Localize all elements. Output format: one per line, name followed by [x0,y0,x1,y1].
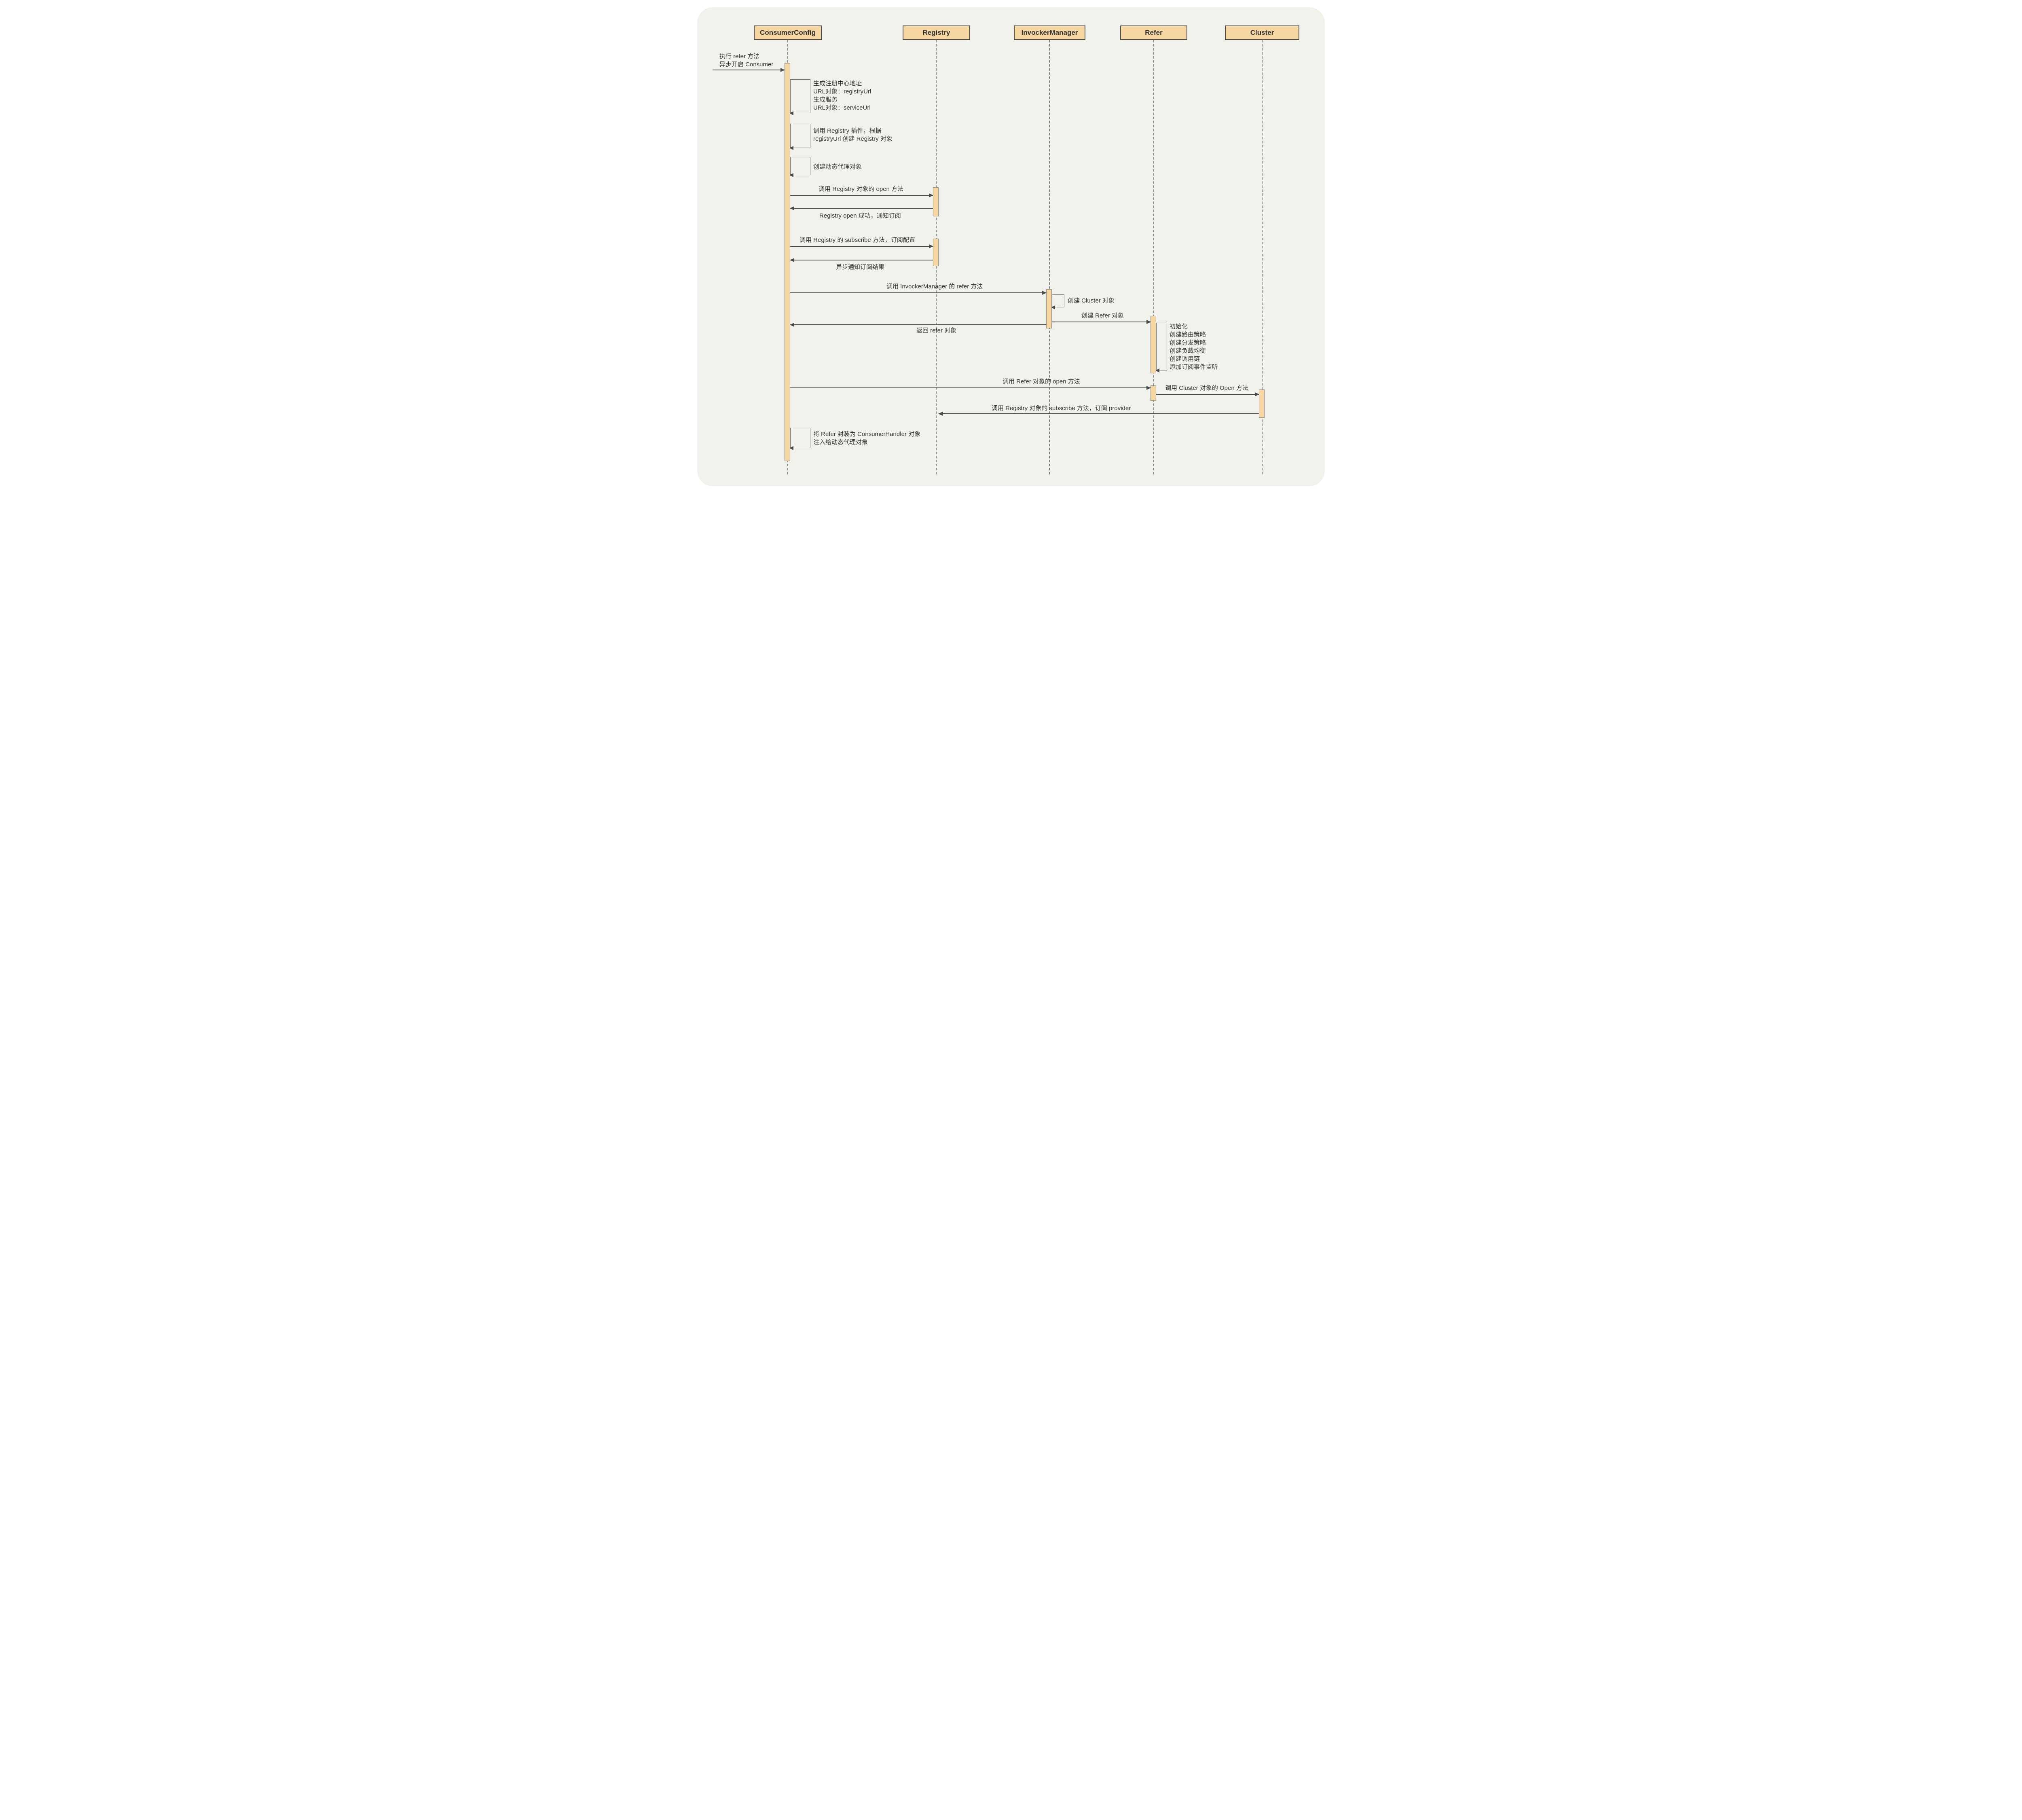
message-arrow [790,244,933,248]
lifeline-cluster [1262,40,1263,474]
actor-label: Refer [1145,29,1163,36]
activation-refer-open [1151,385,1156,401]
message-label: 调用 InvockerManager 的 refer 方法 [886,283,983,290]
activation-invockermanager [1046,289,1052,328]
self-call-box [1051,294,1064,309]
lifeline-invockermanager [1049,40,1050,474]
actor-cluster: Cluster [1225,25,1299,40]
message-arrow [938,412,1259,416]
message-arrow [790,193,933,197]
activation-cluster [1259,389,1265,418]
activation-consumerconfig [785,63,790,461]
activation-refer-create [1151,316,1156,373]
activation-registry-subscribe [933,239,939,266]
self-call-label: 调用 Registry 插件，根据 registryUrl 创建 Registr… [813,127,893,142]
message-arrow [790,206,933,210]
actor-invockermanager: InvockerManager [1014,25,1085,40]
incoming-message-label: 执行 refer 方法 异步开启 Consumer [719,53,774,68]
self-call-box [789,79,810,115]
self-call-box [789,157,810,177]
actor-label: InvockerManager [1021,29,1078,36]
message-arrow [790,291,1047,295]
message-label: 调用 Cluster 对象的 Open 方法 [1165,385,1248,392]
message-arrow [1156,392,1259,396]
actor-label: ConsumerConfig [760,29,816,36]
message-arrow [790,386,1151,390]
self-call-label: 创建动态代理对象 [813,163,862,170]
actor-label: Registry [922,29,950,36]
message-label: Registry open 成功，通知订阅 [819,212,901,219]
self-call-label: 创建 Cluster 对象 [1068,297,1115,304]
self-call-box [1155,323,1167,372]
actor-label: Cluster [1250,29,1274,36]
message-label: 返回 refer 对象 [916,327,957,334]
message-label: 调用 Refer 对象的 open 方法 [1003,378,1080,385]
message-label: 调用 Registry 的 subscribe 方法，订阅配置 [799,237,915,243]
message-label: 创建 Refer 对象 [1081,312,1124,319]
self-call-label: 初始化 创建路由策略 创建分发策略 创建负载均衡 创建调用链 添加订阅事件监听 [1170,323,1218,370]
message-label: 调用 Registry 对象的 subscribe 方法，订阅 provider [992,405,1131,412]
message-arrow [790,323,1046,327]
actor-registry: Registry [903,25,970,40]
sequence-diagram-canvas: ConsumerConfig Registry InvockerManager … [697,7,1325,486]
activation-registry-open [933,187,939,216]
self-call-label: 将 Refer 封装为 ConsumerHandler 对象 注入给动态代理对象 [813,431,921,446]
lifeline-refer [1153,40,1154,474]
self-call-box [789,124,810,150]
self-call-label: 生成注册中心地址 URL对象：registryUrl 生成服务 URL对象：se… [813,80,871,111]
message-label: 异步通知订阅结果 [836,264,885,271]
actor-refer: Refer [1120,25,1187,40]
actor-consumerconfig: ConsumerConfig [754,25,822,40]
self-call-box [789,428,810,450]
message-label: 调用 Registry 对象的 open 方法 [819,186,904,193]
